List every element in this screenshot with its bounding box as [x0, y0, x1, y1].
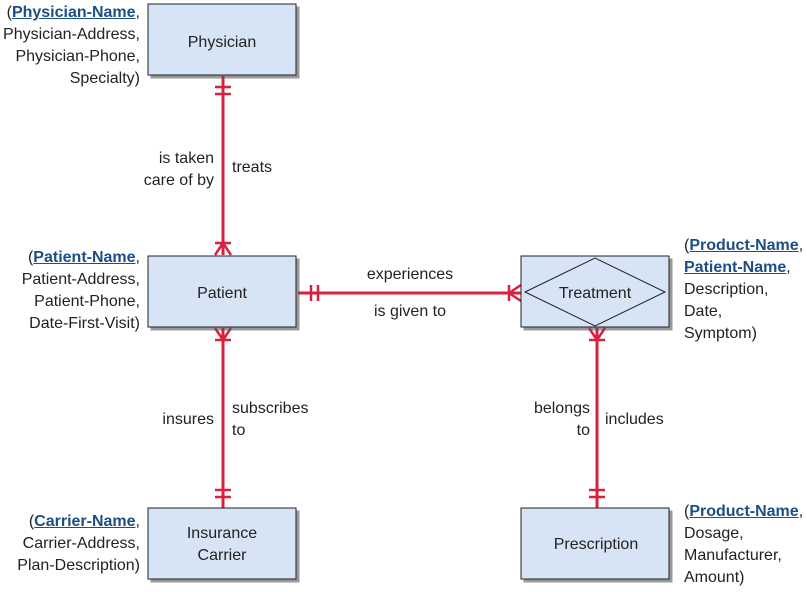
entity-carrier-label-line2: Carrier [198, 547, 248, 564]
attr-patient-address: Patient-Address, [21, 271, 140, 288]
key-patient-name: Patient-Name [33, 249, 136, 266]
one-marker-physician [215, 85, 231, 96]
one-marker-patient-right [309, 285, 320, 301]
attributes-prescription: (Product-Name, Dosage, Manufacturer, Amo… [684, 501, 803, 589]
rel-physician-patient-upper-2: care of by [144, 172, 214, 189]
key-physician-name: Physician-Name [11, 4, 136, 21]
attributes-physician: (Physician-Name, Physician-Address, Phys… [3, 2, 140, 90]
key-product-name-prescription: Product-Name [689, 503, 799, 520]
rel-patient-carrier-right-1: subscribes [232, 400, 308, 417]
attributes-patient: (Patient-Name, Patient-Address, Patient-… [22, 247, 140, 335]
attr-description: Description, [684, 281, 769, 298]
attr-specialty: Specialty) [69, 70, 140, 87]
attributes-carrier: (Carrier-Name, Carrier-Address, Plan-Des… [17, 511, 140, 577]
attr-manufacturer: Manufacturer, [684, 547, 782, 564]
key-patient-name-treatment: Patient-Name [684, 259, 787, 276]
many-marker-treatment-left [507, 283, 522, 303]
rel-patient-carrier-right-2: to [232, 422, 245, 439]
attr-physician-phone: Physician-Phone, [15, 48, 140, 65]
key-carrier-name: Carrier-Name [34, 513, 136, 530]
entity-patient-box [147, 255, 297, 328]
attributes-treatment: (Product-Name, Patient-Name, Description… [684, 235, 803, 345]
rel-patient-treatment-bottom: is given to [374, 303, 446, 320]
attr-patient-phone: Patient-Phone, [34, 293, 140, 310]
rel-treatment-prescription-right: includes [605, 411, 664, 428]
rel-patient-treatment-top: experiences [367, 266, 453, 283]
attr-date: Date, [684, 303, 723, 320]
attr-date-first-visit: Date-First-Visit) [29, 315, 140, 332]
entity-treatment-box [520, 255, 670, 328]
entity-treatment-label: Treatment [559, 285, 632, 302]
associative-diamond [523, 257, 667, 327]
attr-carrier-address: Carrier-Address, [22, 535, 140, 552]
rel-physician-patient-upper-1: is taken [159, 150, 214, 167]
rel-patient-carrier-left: insures [162, 411, 214, 428]
entity-physician-label: Physician [188, 34, 256, 51]
rel-treatment-prescription-left-2: to [577, 422, 590, 439]
entity-prescription-box [520, 507, 670, 580]
key-product-name-treatment: Product-Name [689, 237, 799, 254]
entity-physician-box [147, 3, 297, 76]
attr-plan-description: Plan-Description) [17, 557, 140, 574]
entity-carrier-box [147, 507, 297, 580]
many-marker-patient-top [213, 241, 233, 256]
entity-prescription-label: Prescription [554, 536, 638, 553]
one-marker-carrier [215, 488, 231, 499]
attr-dosage: Dosage, [684, 525, 744, 542]
attr-symptom: Symptom) [684, 325, 757, 342]
rel-treatment-prescription-left-1: belongs [534, 400, 590, 417]
entity-carrier-label-line1: Insurance [187, 525, 257, 542]
attr-amount: Amount) [684, 569, 745, 586]
one-marker-prescription [589, 488, 605, 499]
attr-physician-address: Physician-Address, [3, 26, 140, 43]
many-marker-patient-bottom [213, 327, 233, 342]
entity-patient-label: Patient [197, 285, 247, 302]
rel-physician-patient-lower: treats [232, 159, 272, 176]
many-marker-treatment-bottom [587, 327, 607, 342]
